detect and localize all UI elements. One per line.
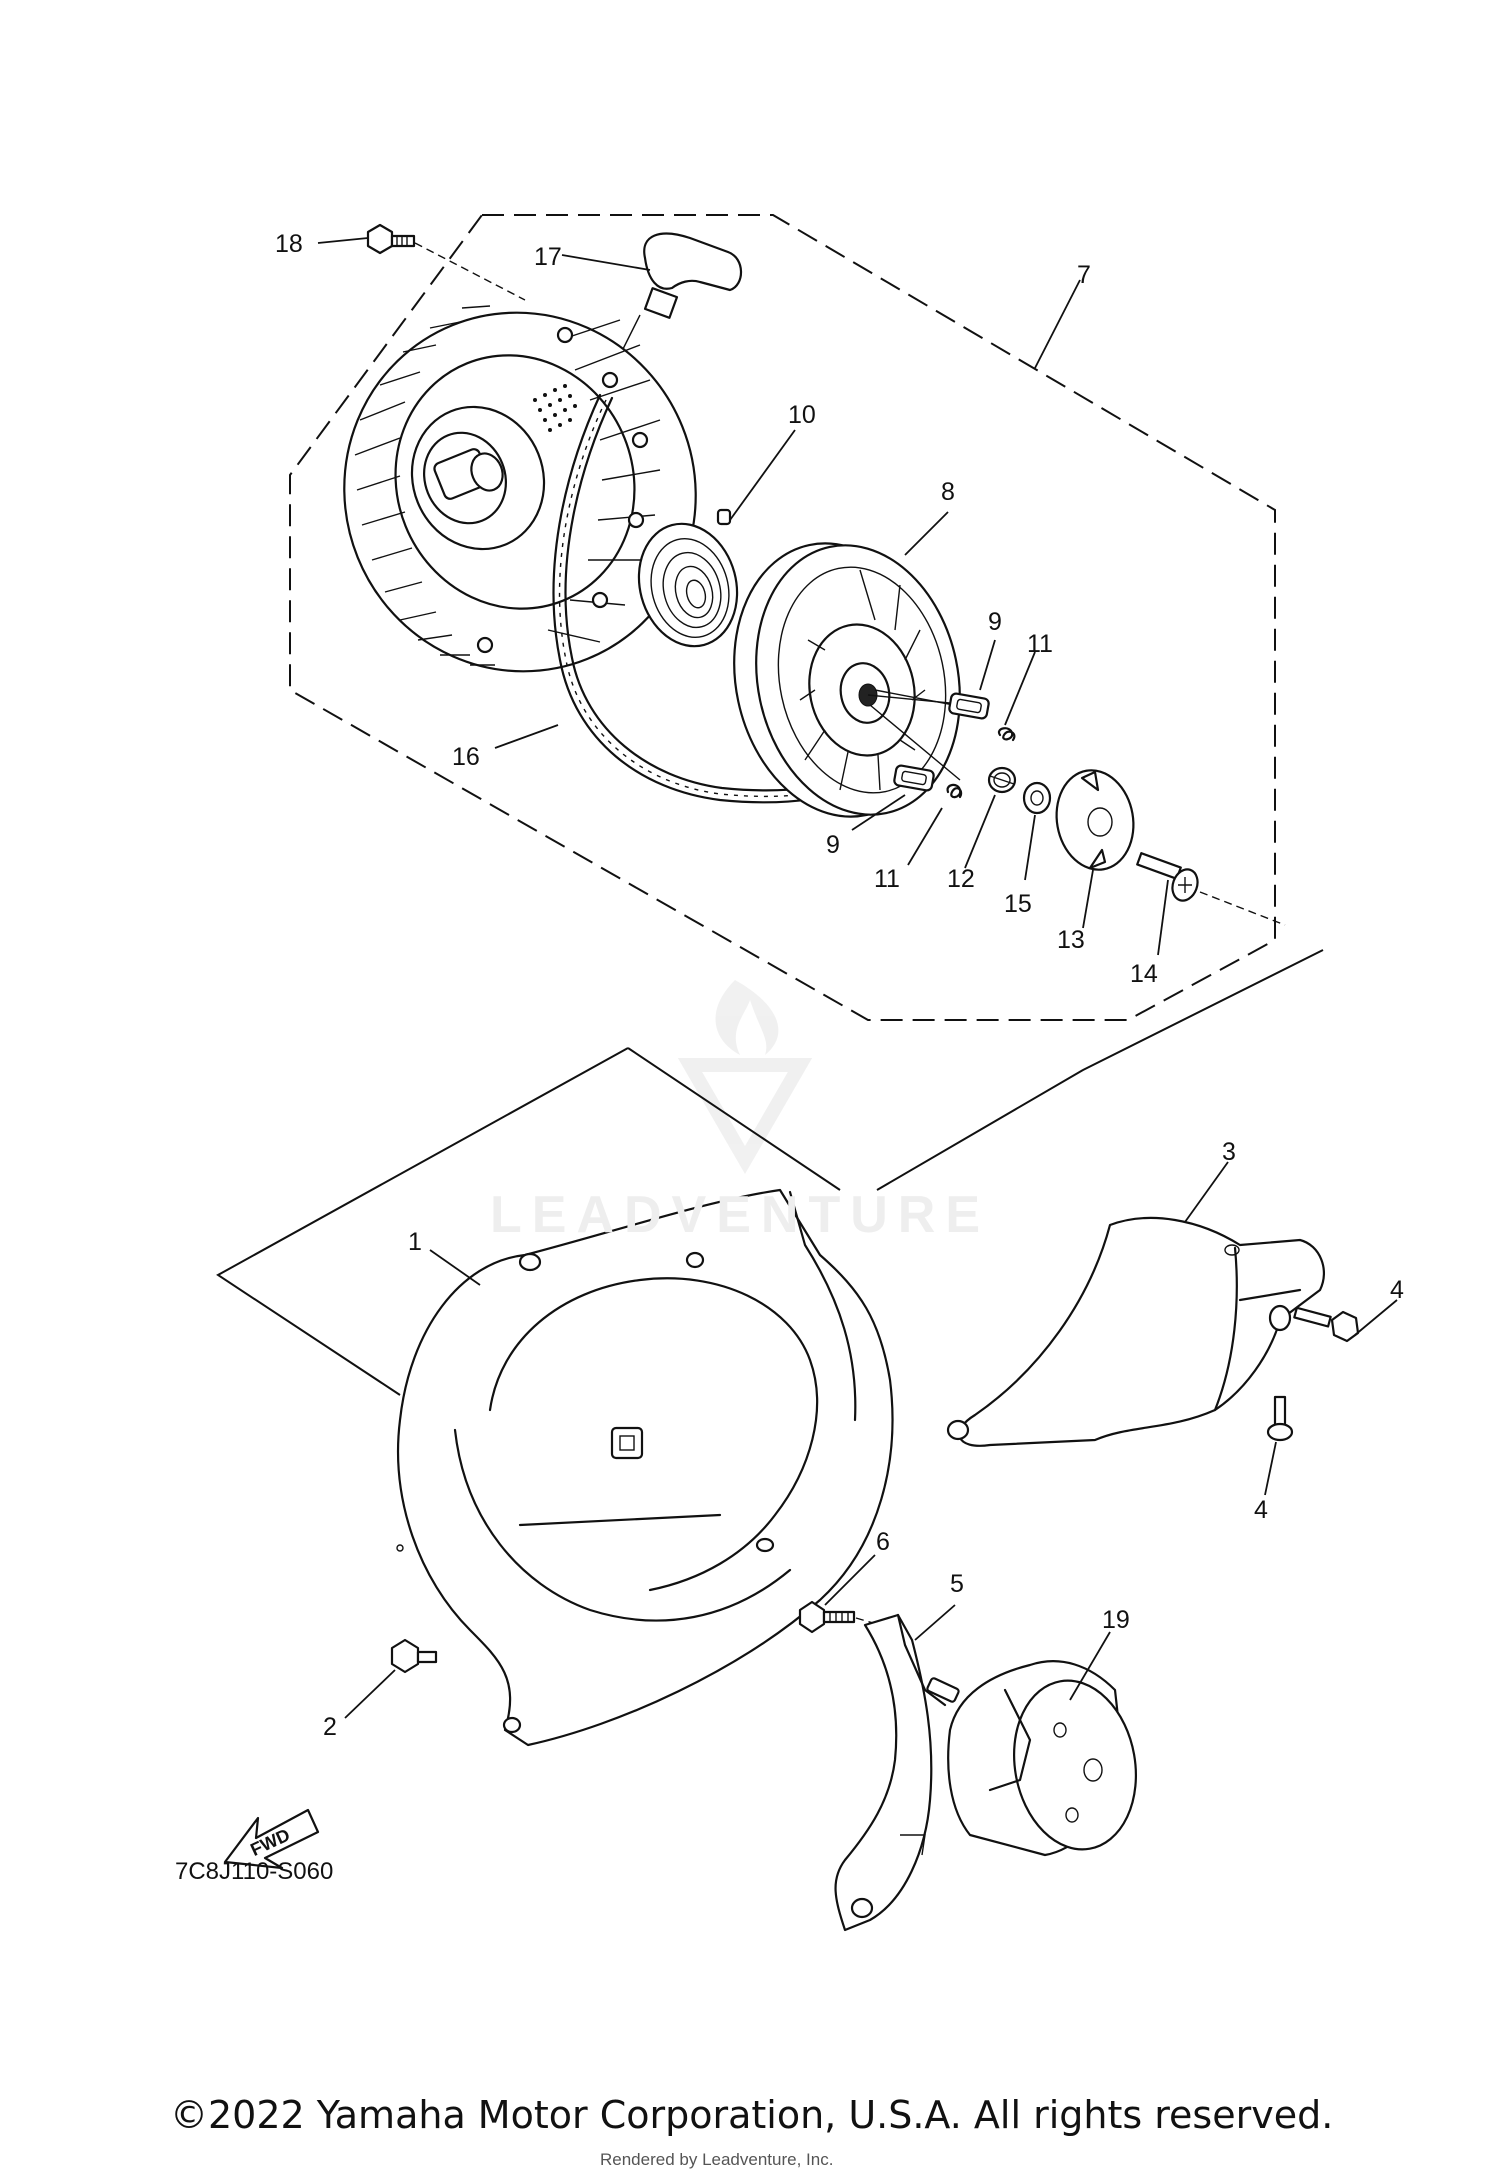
part-11-pawl-spring-upper — [997, 727, 1016, 742]
part-10-spiral-spring — [637, 508, 739, 648]
callout-9-lower: 9 — [826, 831, 840, 859]
part-19-starter-cup — [947, 1660, 1138, 1857]
part-16-starter-rope — [552, 393, 852, 804]
callout-16: 16 — [452, 743, 480, 771]
part-18-bolt — [366, 223, 416, 255]
part-11-pawl-spring-lower — [946, 783, 963, 799]
callout-11-lower: 11 — [874, 865, 900, 893]
callouts: 18 17 7 10 8 9 11 16 9 11 12 15 13 14 3 … — [275, 230, 1404, 1741]
diagram-code: 7C8J110-S060 — [175, 1858, 334, 1885]
callout-7: 7 — [1077, 261, 1091, 289]
part-2-bolt — [390, 1638, 438, 1674]
part-13-ratchet-plate — [1055, 769, 1135, 871]
callout-1: 1 — [408, 1228, 422, 1256]
part-6-bolt — [798, 1600, 856, 1634]
part-9-pawl-upper — [948, 692, 990, 720]
part-17-starter-handle — [599, 232, 743, 396]
callout-10: 10 — [788, 401, 816, 429]
starter-housing — [343, 305, 697, 673]
part-12-spring — [987, 766, 1017, 794]
assembly-7-dashed-outline — [289, 214, 1276, 1021]
part-3-cover-plate — [946, 1216, 1325, 1447]
callout-9-upper: 9 — [988, 608, 1002, 636]
callout-3: 3 — [1222, 1138, 1236, 1166]
copyright-notice: ©2022 Yamaha Motor Corporation, U.S.A. A… — [170, 2093, 1334, 2137]
leadventure-logo-icon — [677, 980, 813, 1174]
part-14-screw — [1136, 852, 1199, 902]
callout-4-right: 4 — [1390, 1276, 1404, 1304]
callout-12: 12 — [947, 865, 975, 893]
callout-2: 2 — [323, 1713, 337, 1741]
callout-11-upper: 11 — [1027, 630, 1053, 658]
callout-19: 19 — [1102, 1606, 1130, 1634]
rendered-by-notice: Rendered by Leadventure, Inc. — [600, 2150, 834, 2169]
callout-17: 17 — [534, 243, 562, 271]
callout-4-lower: 4 — [1254, 1496, 1268, 1524]
callout-8: 8 — [941, 478, 955, 506]
explode-box-outline — [216, 949, 1324, 1396]
part-8-rope-reel — [733, 542, 961, 818]
part-4-bolt-lower — [1266, 1395, 1294, 1442]
part-5-bracket — [834, 1613, 960, 1932]
callout-15: 15 — [1004, 890, 1032, 918]
part-4-bolt-right — [1293, 1306, 1360, 1343]
part-15-washer — [1022, 781, 1052, 815]
callout-6: 6 — [876, 1528, 890, 1556]
callout-18: 18 — [275, 230, 303, 258]
part-1-fan-shroud — [396, 1188, 894, 1747]
callout-14: 14 — [1130, 960, 1158, 988]
part-9-pawl-lower — [893, 764, 935, 792]
callout-5: 5 — [950, 1570, 964, 1598]
callout-13: 13 — [1057, 926, 1085, 954]
watermark-text: LEADVENTURE — [490, 1186, 991, 1244]
